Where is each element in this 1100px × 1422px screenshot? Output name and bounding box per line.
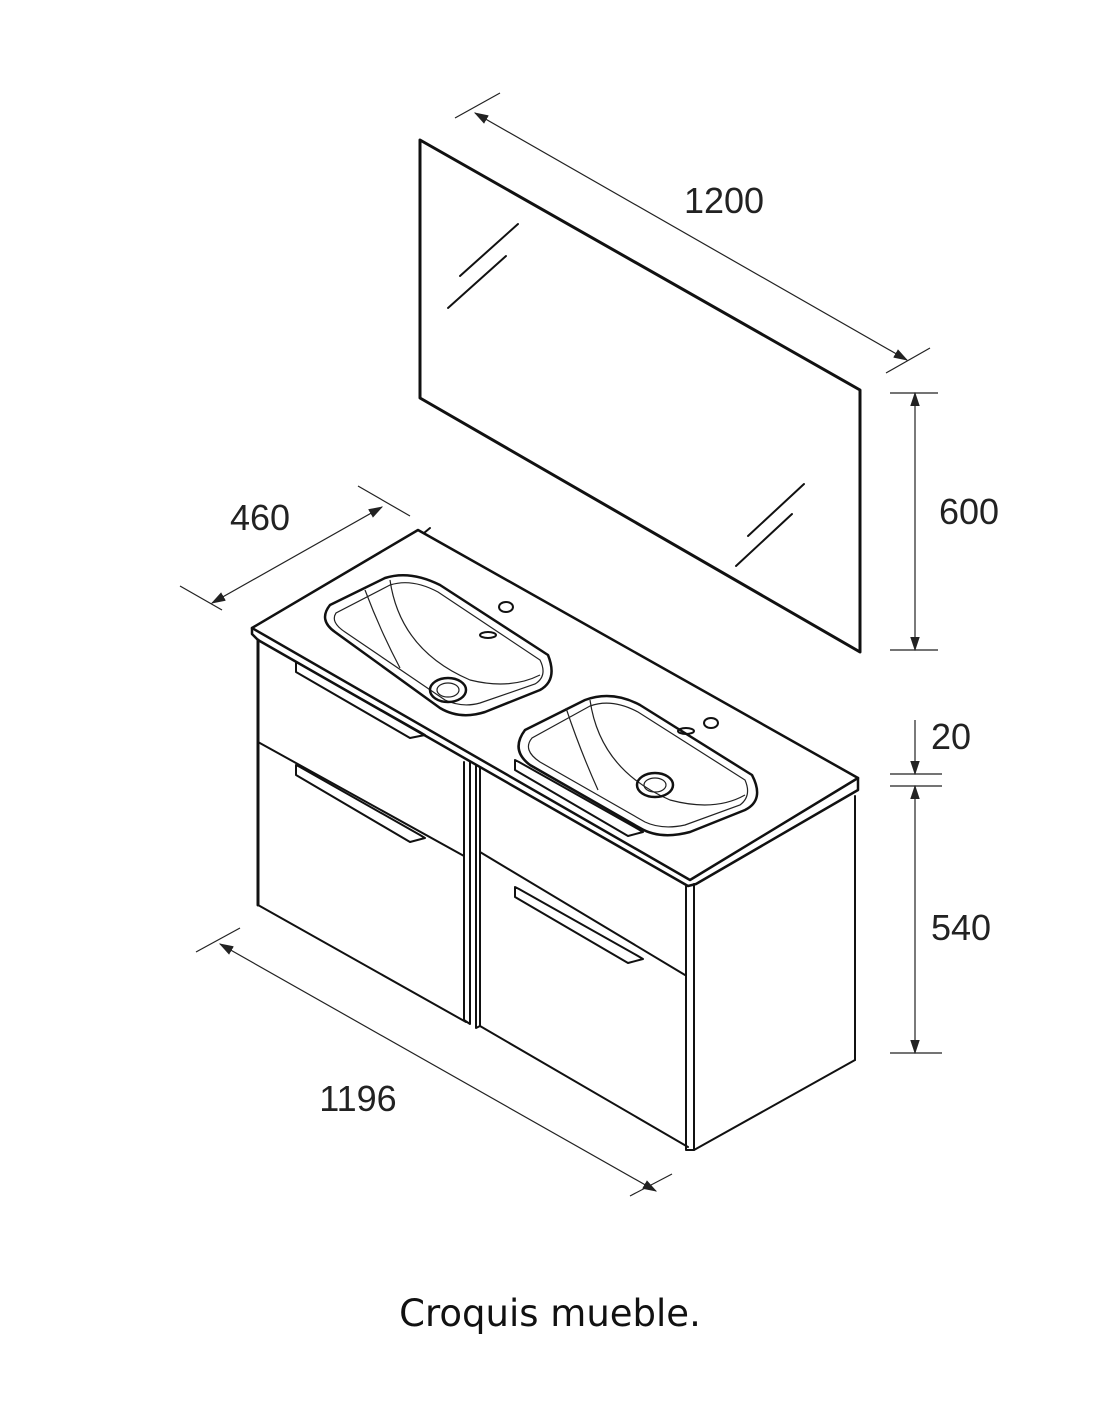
dim-cabinet-height: 540 [931,907,991,948]
basin-right [517,694,759,837]
countertop [250,527,860,888]
dim-countertop-thickness: 20 [931,716,971,757]
dimension-lines [179,92,942,1197]
basin-left [323,573,553,717]
caption: Croquis mueble. [399,1292,701,1335]
cabinet [256,638,856,1151]
dim-cabinet-width: 1196 [319,1078,396,1119]
dim-depth: 460 [230,497,290,538]
dim-mirror-height: 600 [939,491,999,532]
dim-mirror-width: 1200 [684,180,764,221]
mirror [418,138,862,654]
